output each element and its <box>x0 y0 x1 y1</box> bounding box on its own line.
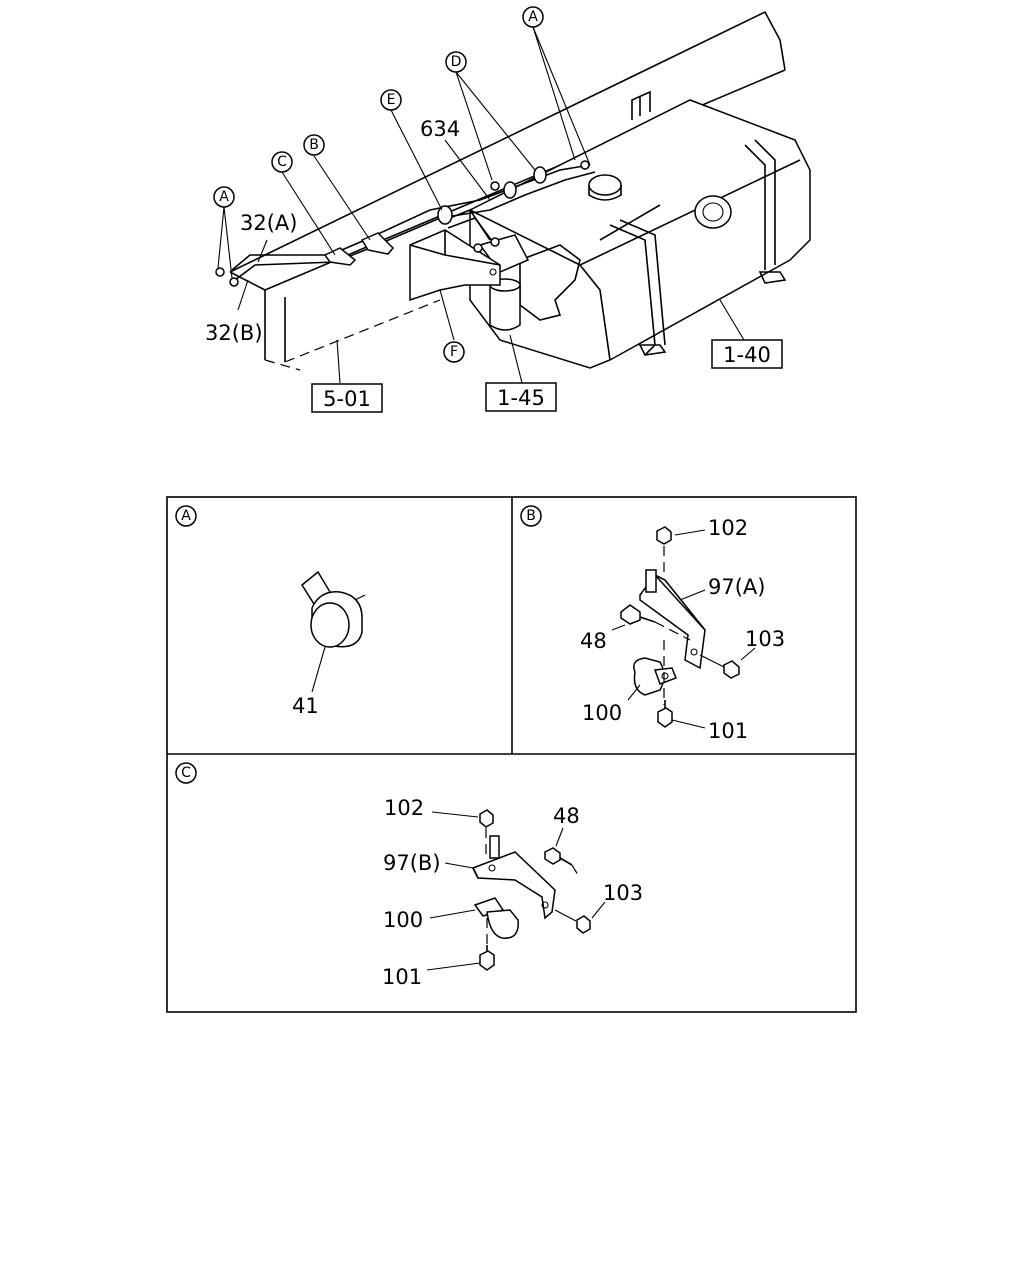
detail-a-panel: A 41 <box>175 505 366 718</box>
part-32a-label: 32(A) <box>240 211 297 235</box>
part-48-label-c: 48 <box>553 804 580 828</box>
callout-b: B <box>303 134 325 156</box>
ref-1-45-text: 1-45 <box>497 386 545 410</box>
callout-e-letter: E <box>387 92 396 108</box>
part-103-label-b: 103 <box>745 627 785 651</box>
part-100-label-b: 100 <box>582 701 622 725</box>
callout-d-letter: D <box>451 54 462 70</box>
clip-41-drawing <box>301 570 366 693</box>
callout-e: E <box>380 89 402 111</box>
callout-c: C <box>271 151 293 173</box>
part-103-label-c: 103 <box>603 881 643 905</box>
part-100-label-c: 100 <box>383 908 423 932</box>
part-97b-label: 97(B) <box>383 851 441 875</box>
ref-1-45: 1-45 <box>485 382 557 412</box>
callout-b-letter: B <box>309 137 319 153</box>
callout-f: F <box>443 341 465 363</box>
part-634-label: 634 <box>420 117 460 141</box>
part-32b-label: 32(B) <box>205 321 263 345</box>
callout-c-letter: C <box>277 154 287 170</box>
bracket-97a-drawing <box>611 526 756 729</box>
part-101-label-c: 101 <box>382 965 422 989</box>
fuel-pipes <box>215 160 596 287</box>
part-102-label-b: 102 <box>708 516 748 540</box>
callout-a-top: A <box>522 6 544 28</box>
bracket-97b-drawing <box>426 809 606 971</box>
detail-c-panel: C <box>175 762 643 989</box>
callout-a-left: A <box>213 186 235 208</box>
detail-a-tag: A <box>181 508 191 524</box>
callout-a-left-letter: A <box>219 189 229 205</box>
detail-panels-frame <box>166 496 857 1013</box>
ref-1-40-text: 1-40 <box>723 343 771 367</box>
filter-bracket <box>409 229 501 302</box>
part-101-label-b: 101 <box>708 719 748 743</box>
detail-b-tag: B <box>526 508 536 524</box>
callout-d: D <box>445 51 467 73</box>
ref-5-01-text: 5-01 <box>323 387 371 411</box>
part-48-label-b: 48 <box>580 629 607 653</box>
ref-5-01: 5-01 <box>311 383 383 413</box>
part-102-label-c: 102 <box>384 796 424 820</box>
part-41-label: 41 <box>292 694 319 718</box>
detail-b-panel: B <box>520 505 785 743</box>
callout-f-letter: F <box>450 344 458 360</box>
main-assembly-illustration: A D E B C A F 634 32(A) 32(B) <box>205 6 811 413</box>
detail-c-tag: C <box>181 765 191 781</box>
part-97a-label: 97(A) <box>708 575 765 599</box>
callout-leaders <box>217 26 745 384</box>
fuel-tank <box>469 90 811 369</box>
ref-1-40: 1-40 <box>711 339 783 369</box>
callout-a-top-letter: A <box>528 9 538 25</box>
